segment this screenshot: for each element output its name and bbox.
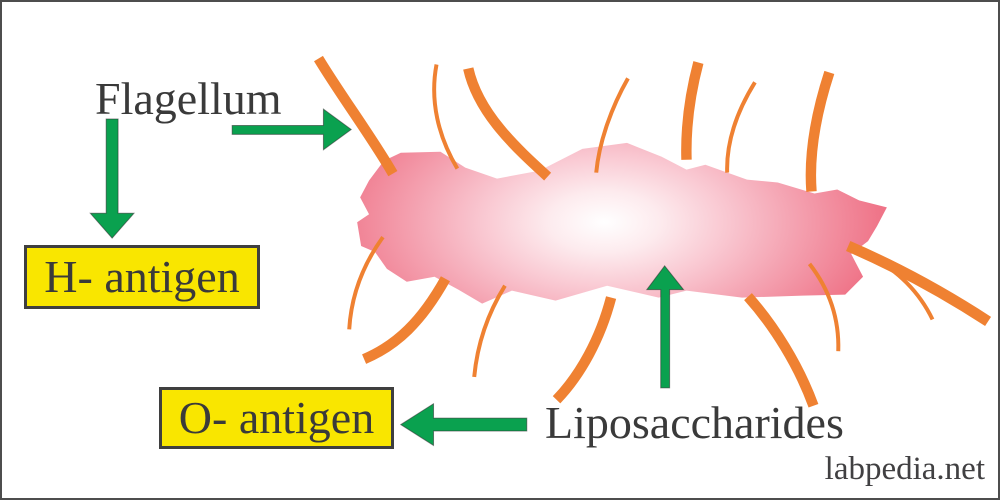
flagellum-strand-icon bbox=[805, 70, 835, 192]
flagellum-strand-icon bbox=[846, 241, 992, 326]
flagellum-strand-icon bbox=[744, 293, 819, 408]
pointer-arrows bbox=[89, 108, 685, 447]
flagellum-strand-icon bbox=[314, 55, 398, 177]
o-antigen-box: O- antigen bbox=[159, 387, 394, 449]
flagellum-strand-icon bbox=[472, 284, 507, 378]
flagellum-strand-icon bbox=[347, 235, 385, 330]
flagellum-strand-icon bbox=[463, 67, 552, 181]
flagellum-strand-icon bbox=[362, 276, 450, 364]
liposaccharides-label: Liposaccharides bbox=[545, 397, 844, 448]
flagellum-strand-icon bbox=[807, 262, 841, 352]
liposaccharides-arrow-icon bbox=[645, 265, 685, 389]
h-antigen-box: H- antigen bbox=[24, 245, 260, 309]
flagellum-strand-icon bbox=[552, 296, 617, 404]
flagellum-strand-icon bbox=[868, 254, 935, 321]
flagella bbox=[314, 55, 992, 408]
bacterium-body bbox=[357, 142, 887, 304]
flagellum-strand-icon bbox=[432, 64, 460, 170]
flagellum-strand-icon bbox=[725, 81, 757, 173]
flagellum-label: Flagellum bbox=[95, 73, 282, 124]
watermark-text: labpedia.net bbox=[824, 451, 985, 487]
h-antigen-label: H- antigen bbox=[44, 251, 240, 302]
h-antigen-arrow-icon bbox=[89, 118, 136, 239]
flagellum-arrow-icon bbox=[231, 108, 353, 151]
o-antigen-label: O- antigen bbox=[178, 392, 375, 443]
o-antigen-arrow-icon bbox=[399, 402, 528, 447]
flagellum-strand-icon bbox=[681, 61, 704, 160]
flagellum-strand-icon bbox=[594, 77, 630, 173]
